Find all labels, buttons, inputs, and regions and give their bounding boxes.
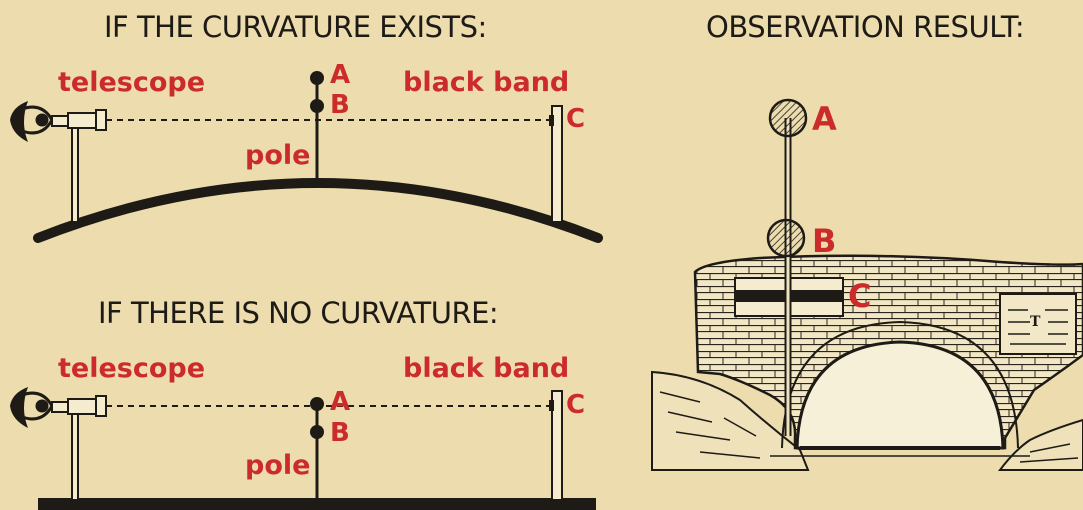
observed-marker-a	[768, 98, 808, 138]
pole-icon	[310, 397, 324, 500]
pole-icon	[310, 71, 324, 183]
label-result-b: B	[812, 222, 837, 260]
black-band-post	[549, 105, 563, 223]
label-telescope: telescope	[58, 67, 206, 98]
top-diagram	[10, 71, 603, 243]
marker-b	[310, 99, 324, 113]
label-pole: pole	[245, 140, 311, 171]
heading-observation-result: OBSERVATION RESULT:	[706, 10, 1025, 44]
label-a: A	[330, 387, 351, 417]
heading-curvature-exists: IF THE CURVATURE EXISTS:	[104, 10, 487, 44]
label-black-band: black band	[403, 353, 570, 384]
telescope-icon	[51, 109, 107, 223]
eye-icon	[10, 101, 54, 142]
label-b: B	[330, 418, 350, 448]
sign-letter: T	[1030, 314, 1041, 330]
label-b: B	[330, 90, 350, 120]
label-a: A	[330, 60, 351, 90]
flat-ground	[38, 498, 596, 510]
right-bank	[997, 418, 1083, 471]
marker-a	[310, 71, 324, 85]
bottom-diagram	[10, 387, 596, 510]
marker-b	[310, 425, 324, 439]
bridge-arch	[795, 340, 1005, 450]
label-result-c: C	[848, 277, 872, 315]
label-c: C	[566, 104, 586, 134]
label-result-a: A	[812, 100, 837, 138]
label-c: C	[566, 390, 586, 420]
label-pole: pole	[245, 450, 311, 481]
eye-icon	[10, 387, 54, 428]
telescope-icon	[51, 395, 107, 501]
label-telescope: telescope	[58, 353, 206, 384]
observed-marker-b	[766, 218, 806, 258]
marker-a	[310, 397, 324, 411]
heading-no-curvature: IF THERE IS NO CURVATURE:	[98, 296, 499, 330]
label-black-band: black band	[403, 67, 570, 98]
observation-illustration	[651, 98, 1083, 471]
curved-ground	[33, 178, 603, 243]
black-band-post	[549, 390, 563, 501]
